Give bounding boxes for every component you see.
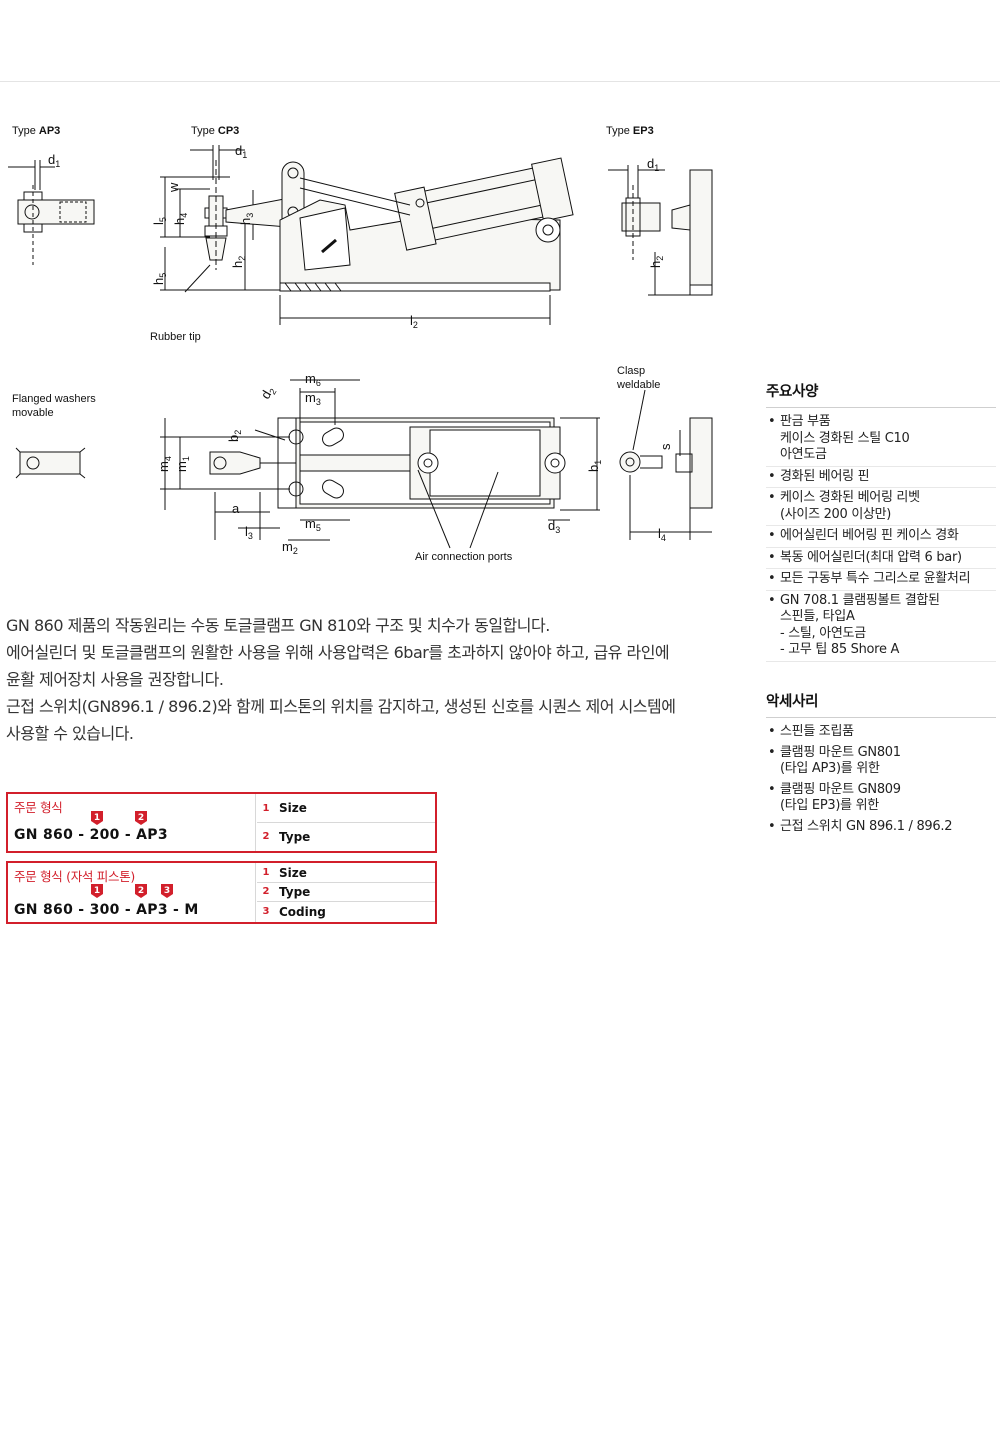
order-param-row: 2 Type (262, 830, 311, 844)
svg-text:m6: m6 (305, 371, 321, 388)
svg-text:w: w (166, 182, 181, 193)
svg-text:h2: h2 (230, 256, 247, 268)
description-line: 사용할 수 있습니다. (6, 724, 134, 743)
accessories-title: 악세사리 (766, 690, 996, 718)
svg-text:l3: l3 (245, 524, 253, 541)
technical-drawing: Type AP3 Type CP3 Type EP3 Rubber tip Fl… (8, 125, 713, 563)
svg-text:d1: d1 (235, 143, 247, 160)
svg-text:2: 2 (138, 813, 144, 823)
order-param-row: 2 Type (257, 883, 435, 902)
type-ep3-view (608, 165, 713, 296)
order-code: GN 860 - 200 - AP3 (14, 827, 168, 843)
specs-title: 주요사양 (766, 380, 996, 408)
svg-text:Type AP3: Type AP3 (12, 125, 60, 137)
order-format-label: 주문 형식 (자석 피스톤) (14, 869, 135, 884)
order-format-magnetic-box: 주문 형식 (자석 피스톤) 1 2 3 GN 860 - 300 - AP3 … (6, 861, 437, 924)
svg-text:m1: m1 (174, 456, 191, 472)
svg-text:d3: d3 (548, 518, 560, 535)
badge-1-icon: 1 (91, 884, 103, 898)
list-item: 클램핑 마운트 GN801(타입 AP3)를 위한 (766, 743, 996, 780)
svg-text:h3: h3 (238, 213, 255, 225)
svg-text:movable: movable (12, 407, 54, 419)
svg-text:m3: m3 (305, 390, 321, 407)
air-connection-ports-label: Air connection ports (415, 551, 513, 563)
badge-3-icon: 3 (161, 884, 173, 898)
svg-text:s: s (658, 443, 673, 450)
product-description: GN 860 제품의 작동원리는 수동 토글클램프 GN 810와 구조 및 치… (6, 612, 718, 747)
list-item: 케이스 경화된 베어링 리벳(사이즈 200 이상만) (766, 488, 996, 526)
svg-text:h5: h5 (151, 273, 168, 285)
list-item: 복동 에어실린더(최대 압력 6 bar) (766, 548, 996, 569)
order-format-label: 주문 형식 (14, 800, 63, 815)
svg-text:d1: d1 (647, 156, 659, 173)
badge-1-icon: 1 (91, 811, 103, 825)
description-line: 윤활 제어장치 사용을 권장합니다. (6, 670, 224, 689)
order-format-box: 주문 형식 1 2 GN 860 - 200 - AP3 1 Size 2 Ty… (6, 792, 437, 853)
description-line: 에어실린더 및 토글클램프의 원활한 사용을 위해 사용압력은 6bar를 초과… (6, 643, 670, 662)
svg-text:1: 1 (94, 813, 100, 823)
badge-2-icon: 2 (135, 811, 147, 825)
svg-text:Type EP3: Type EP3 (606, 125, 654, 137)
type-ap3-view (8, 160, 95, 265)
svg-text:l4: l4 (658, 526, 666, 543)
svg-text:2: 2 (138, 886, 144, 896)
svg-text:Clasp: Clasp (617, 365, 645, 377)
svg-text:3: 3 (164, 886, 170, 896)
list-item: 경화된 베어링 핀 (766, 467, 996, 488)
accessories-section: 악세사리 스핀들 조립품 클램핑 마운트 GN801(타입 AP3)를 위한 클… (766, 690, 996, 837)
svg-text:h4: h4 (172, 213, 189, 225)
list-item: 스핀들 조립품 (766, 722, 996, 743)
svg-text:b2: b2 (226, 430, 243, 442)
svg-text:1: 1 (94, 886, 100, 896)
svg-text:m5: m5 (305, 516, 321, 533)
top-view (15, 379, 713, 549)
order-code: GN 860 - 300 - AP3 - M (14, 902, 199, 918)
svg-text:d1: d1 (48, 152, 60, 169)
svg-text:l5: l5 (151, 217, 168, 225)
svg-text:weldable: weldable (616, 379, 660, 391)
top-divider (0, 81, 1000, 82)
svg-text:l2: l2 (410, 313, 418, 330)
description-line: GN 860 제품의 작동원리는 수동 토글클램프 GN 810와 구조 및 치… (6, 616, 550, 635)
order-param-row: 1 Size (257, 863, 435, 883)
order-param-row: 1 Size (257, 794, 435, 823)
badge-2-icon: 2 (135, 884, 147, 898)
type-cp3-view (160, 145, 574, 325)
svg-text:Type CP3: Type CP3 (191, 125, 239, 137)
list-item: 클램핑 마운트 GN809(타입 EP3)를 위한 (766, 780, 996, 817)
svg-text:a: a (232, 501, 240, 516)
svg-text:b1: b1 (586, 460, 603, 472)
rubber-tip-label: Rubber tip (150, 331, 201, 343)
description-line: 근접 스위치(GN896.1 / 896.2)와 함께 피스톤의 위치를 감지하… (6, 697, 676, 716)
list-item: 근접 스위치 GN 896.1 / 896.2 (766, 817, 996, 838)
list-item: 에어실린더 베어링 핀 케이스 경화 (766, 526, 996, 548)
svg-text:h2: h2 (648, 256, 665, 268)
svg-text:m2: m2 (282, 539, 298, 556)
list-item: 모든 구동부 특수 그리스로 윤활처리 (766, 569, 996, 591)
svg-text:Flanged washers: Flanged washers (12, 393, 96, 405)
svg-text:d2: d2 (258, 383, 279, 402)
order-param-row: 3 Coding (262, 905, 326, 919)
svg-text:m4: m4 (156, 456, 173, 472)
accessories-list: 스핀들 조립품 클램핑 마운트 GN801(타입 AP3)를 위한 클램핑 마운… (766, 722, 996, 837)
